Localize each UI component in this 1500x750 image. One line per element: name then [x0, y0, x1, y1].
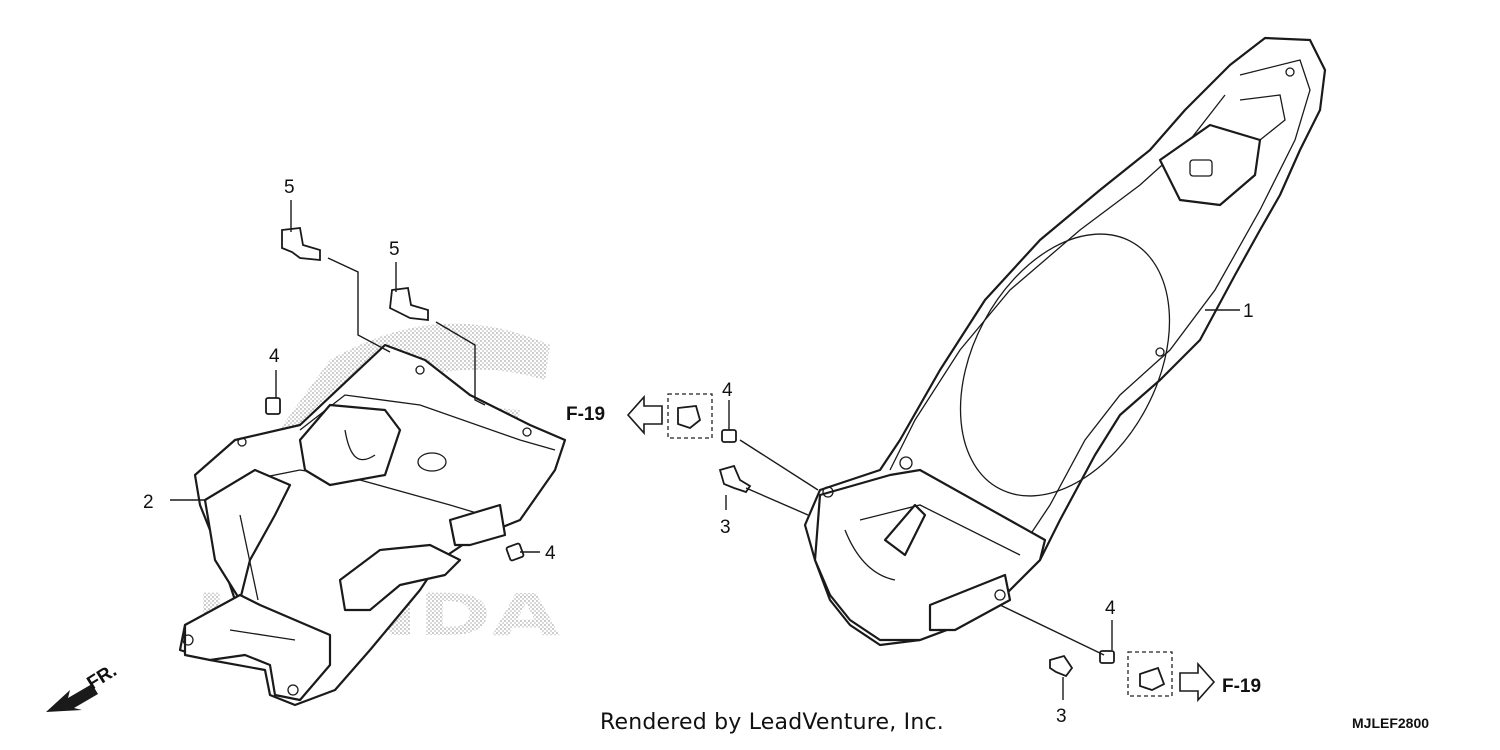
front-arrow-icon: [46, 684, 98, 712]
callout-part-4d: 4: [1105, 598, 1116, 619]
callout-part-4c: 4: [722, 380, 733, 401]
callout-part-1: 1: [1243, 301, 1254, 322]
bolt-part-3a: [718, 464, 752, 494]
callout-part-5b: 5: [389, 239, 400, 260]
reference-box-right: [1127, 651, 1173, 697]
nut-part-4c: [721, 429, 737, 443]
ref-bolt-left: [677, 405, 702, 430]
reference-right[interactable]: F-19: [1179, 661, 1261, 703]
callout-part-2: 2: [143, 492, 154, 513]
front-indicator: FR.: [46, 660, 121, 712]
ref-bolt-right: [1139, 666, 1166, 691]
reference-left-label: F-19: [566, 404, 605, 425]
bolt-part-3b: [1049, 654, 1074, 678]
arrow-left-icon: [626, 394, 663, 436]
callout-part-4a: 4: [269, 346, 280, 367]
callout-part-3a: 3: [720, 517, 731, 538]
nut-part-4a: [265, 397, 281, 415]
callout-part-5a: 5: [284, 177, 295, 198]
leader-lines: [170, 200, 1240, 700]
callout-part-3b: 3: [1056, 706, 1067, 727]
rear-fender-part-1: [803, 36, 1327, 647]
arrow-right-icon: [1179, 661, 1216, 703]
clip-part-5b: [389, 287, 429, 322]
nut-part-4b: [505, 542, 525, 562]
reference-right-label: F-19: [1222, 676, 1261, 697]
reference-box-left: [667, 393, 713, 439]
nut-part-4d: [1099, 650, 1115, 664]
reference-left[interactable]: F-19: [566, 394, 663, 436]
clip-part-5a: [281, 227, 321, 261]
diagram-code: MJLEF2800: [1352, 715, 1430, 731]
inner-fender-part-2: [178, 343, 567, 707]
render-credit: Rendered by LeadVenture, Inc.: [600, 710, 944, 735]
callout-part-4b: 4: [545, 543, 556, 564]
